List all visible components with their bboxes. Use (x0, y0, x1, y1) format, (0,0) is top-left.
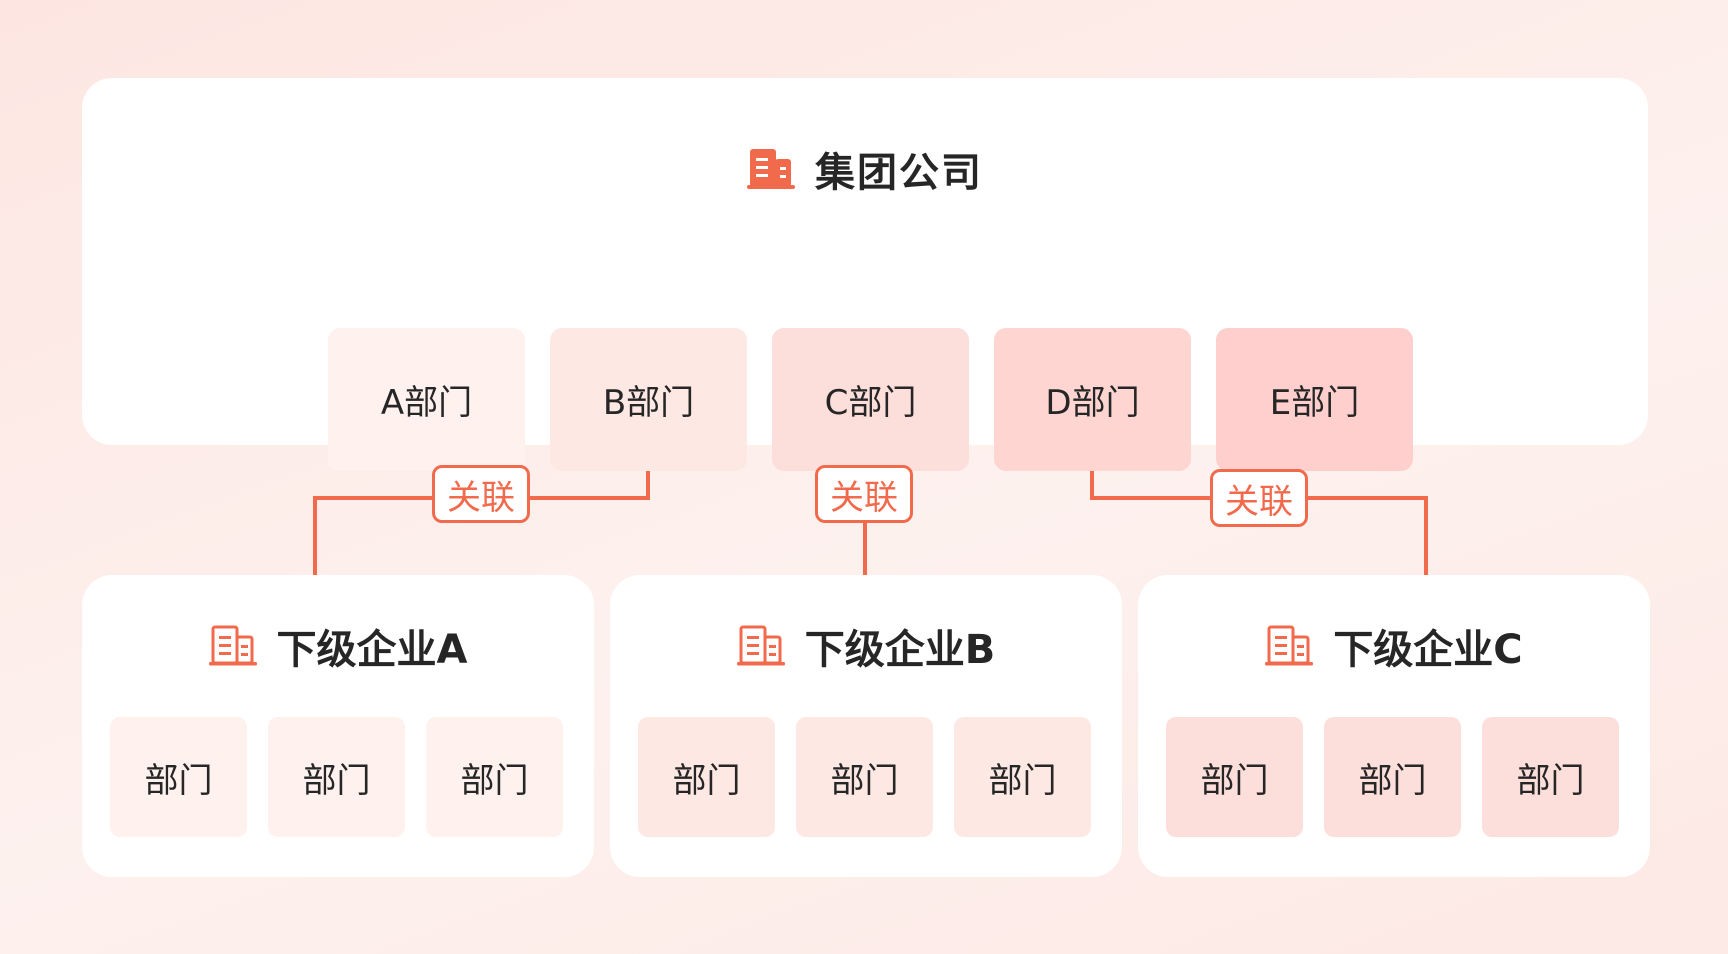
subsidiary-c-title-label: 下级企业C (1333, 627, 1523, 673)
department-c[interactable]: C部门 (772, 328, 969, 471)
subsidiary-a-card: 下级企业A 部门 部门 部门 (82, 575, 594, 877)
department-b[interactable]: B部门 (550, 328, 747, 471)
subsidiary-a-title-label: 下级企业A (276, 627, 468, 673)
link-badge-a-b: 关联 (432, 465, 530, 523)
subsidiary-b-title: 下级企业B (610, 617, 1122, 675)
group-title-label: 集团公司 (815, 150, 983, 196)
subsidiary-b-department-1[interactable]: 部门 (638, 717, 775, 837)
subsidiary-c-department-3[interactable]: 部门 (1482, 717, 1619, 837)
subsidiary-a-department-2[interactable]: 部门 (268, 717, 405, 837)
subsidiary-a-title: 下级企业A (82, 617, 594, 675)
subsidiary-a-department-1[interactable]: 部门 (110, 717, 247, 837)
department-e[interactable]: E部门 (1216, 328, 1413, 471)
link-badge-b-c: 关联 (815, 465, 913, 523)
building-icon (1265, 624, 1314, 668)
subsidiary-b-department-3[interactable]: 部门 (954, 717, 1091, 837)
building-icon (208, 624, 257, 668)
building-icon (736, 624, 785, 668)
subsidiary-b-card: 下级企业B 部门 部门 部门 (610, 575, 1122, 877)
department-a[interactable]: A部门 (328, 328, 525, 471)
subsidiary-a-department-3[interactable]: 部门 (426, 717, 563, 837)
group-company-card: 集团公司 A部门 B部门 C部门 D部门 E部门 (82, 78, 1648, 471)
subsidiary-b-department-2[interactable]: 部门 (796, 717, 933, 837)
subsidiary-b-title-label: 下级企业B (804, 627, 996, 673)
subsidiary-c-department-2[interactable]: 部门 (1324, 717, 1461, 837)
subsidiary-c-department-1[interactable]: 部门 (1166, 717, 1303, 837)
subsidiary-c-card: 下级企业C 部门 部门 部门 (1138, 575, 1650, 877)
building-icon (747, 147, 795, 191)
group-title: 集团公司 (82, 140, 1648, 198)
department-d[interactable]: D部门 (994, 328, 1191, 471)
subsidiary-c-title: 下级企业C (1138, 617, 1650, 675)
link-badge-c-d: 关联 (1210, 469, 1308, 527)
